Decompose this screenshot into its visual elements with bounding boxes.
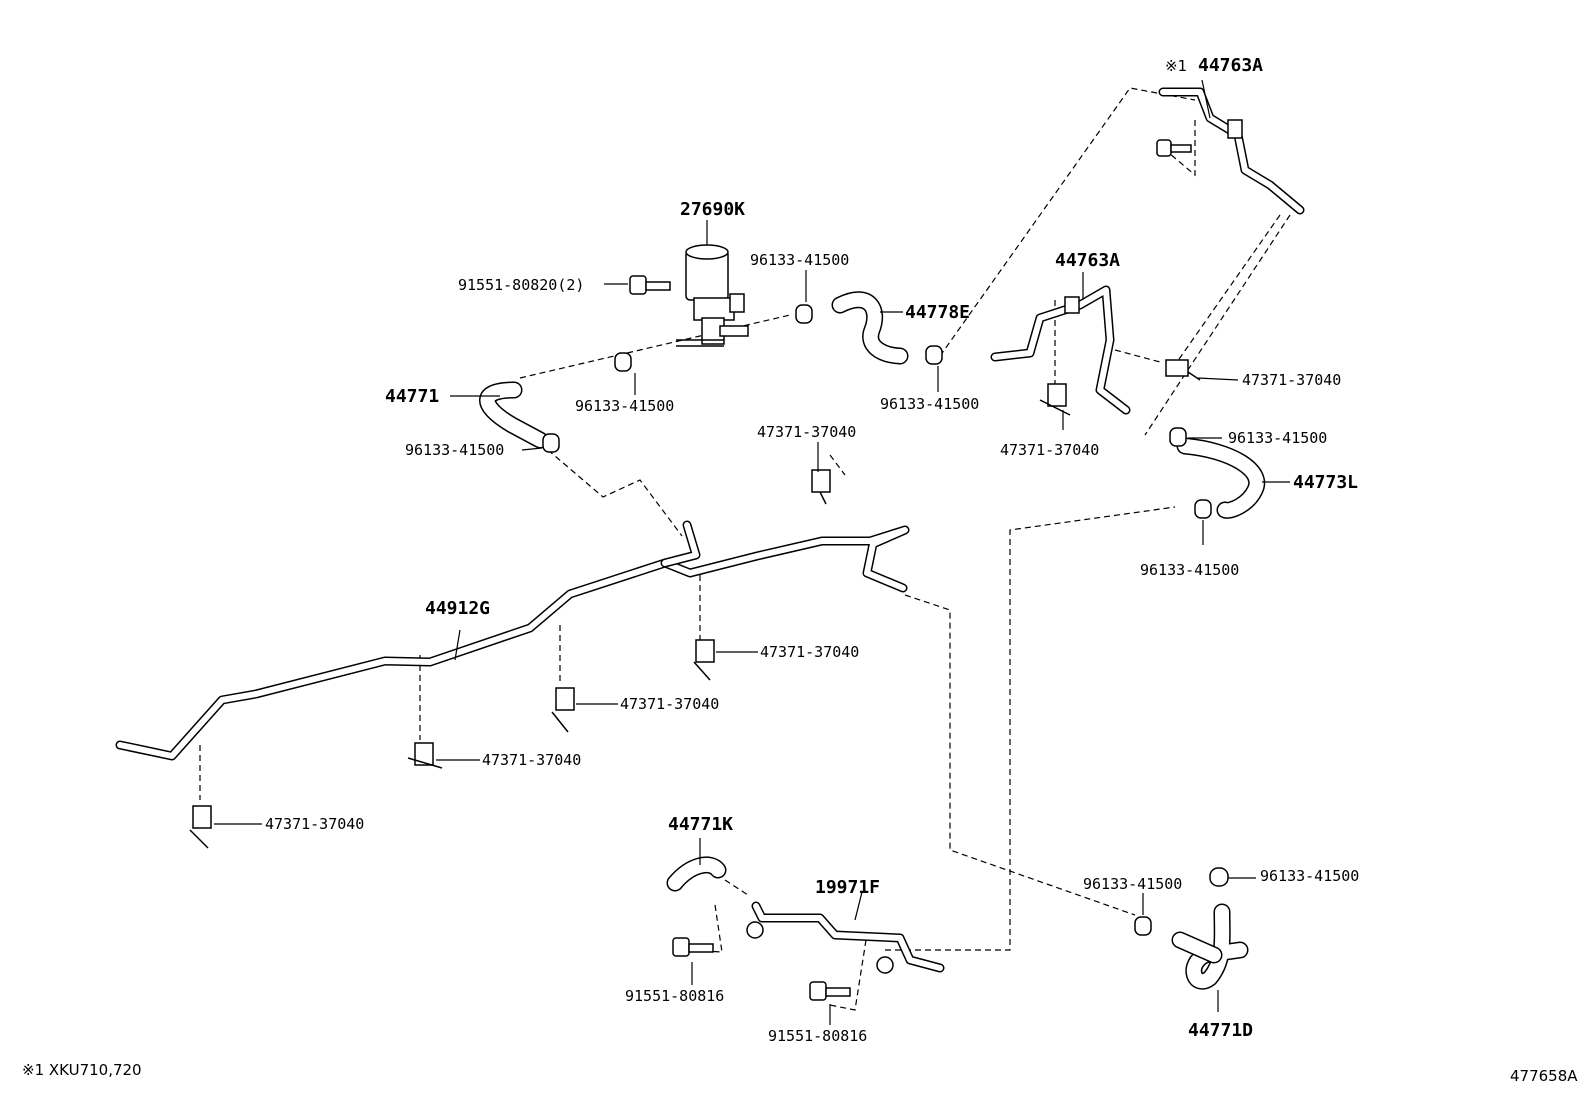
label-96133-41500-d: 96133-41500 bbox=[880, 395, 979, 413]
label-44763a-top: 44763A bbox=[1198, 55, 1263, 76]
label-47371-37040-a: 47371-37040 bbox=[1242, 371, 1341, 389]
label-44778e: 44778E bbox=[905, 302, 970, 323]
label-44771k: 44771K bbox=[668, 814, 733, 835]
hose-44771k bbox=[666, 856, 727, 892]
clip-47371-f bbox=[407, 742, 443, 769]
label-91551-80816-b: 91551-80816 bbox=[768, 1027, 867, 1045]
clamp-96133-h bbox=[1209, 867, 1229, 887]
label-96133-41500-a: 96133-41500 bbox=[750, 251, 849, 269]
clamp-96133-e bbox=[1169, 427, 1187, 447]
bolt-91551-80820 bbox=[629, 275, 671, 295]
clamp-96133-f bbox=[1194, 499, 1212, 519]
label-96133-41500-e: 96133-41500 bbox=[1228, 429, 1327, 447]
label-96133-41500-b: 96133-41500 bbox=[575, 397, 674, 415]
bolt-91551-80816-left bbox=[672, 937, 714, 957]
clamp-96133-g bbox=[1134, 916, 1152, 936]
label-96133-41500-c: 96133-41500 bbox=[405, 441, 504, 459]
label-96133-41500-g: 96133-41500 bbox=[1083, 875, 1182, 893]
clip-47371-g bbox=[189, 805, 212, 849]
label-47371-37040-g: 47371-37040 bbox=[265, 815, 364, 833]
clamp-96133-c bbox=[542, 433, 560, 453]
hose-44778e bbox=[831, 291, 909, 365]
label-44763a-mid: 44763A bbox=[1055, 250, 1120, 271]
bolt-91551-80816-right bbox=[809, 981, 851, 1001]
label-47371-37040-b: 47371-37040 bbox=[1000, 441, 1099, 459]
label-27690k: 27690K bbox=[680, 199, 745, 220]
pipe-19971f bbox=[746, 901, 945, 974]
note-marker: ※1 bbox=[1165, 57, 1187, 75]
clamp-96133-b bbox=[614, 352, 632, 372]
hose-44773l bbox=[1176, 437, 1266, 519]
clamp-96133-d bbox=[925, 345, 943, 365]
label-47371-37040-e: 47371-37040 bbox=[620, 695, 719, 713]
hose-44771d bbox=[1171, 903, 1249, 990]
footnote: ※1 XKU710,720 bbox=[22, 1061, 142, 1079]
label-44771d: 44771D bbox=[1188, 1020, 1253, 1041]
main-pipe-44912g bbox=[115, 520, 910, 761]
vacuum-valve-27690k bbox=[676, 244, 749, 347]
clip-47371-d bbox=[693, 639, 715, 681]
pipe-44763a-mid bbox=[990, 285, 1131, 415]
label-47371-37040-f: 47371-37040 bbox=[482, 751, 581, 769]
clip-47371-e bbox=[551, 687, 575, 733]
diagram-id: 477658A bbox=[1510, 1067, 1578, 1085]
label-91551-80816-a: 91551-80816 bbox=[625, 987, 724, 1005]
label-96133-41500-f: 96133-41500 bbox=[1140, 561, 1239, 579]
hose-44771 bbox=[479, 381, 549, 449]
leader-lines bbox=[214, 79, 1290, 1025]
part-labels: 27690K 91551-80820(2) 96133-41500 44778E… bbox=[22, 55, 1578, 1085]
label-47371-37040-d: 47371-37040 bbox=[760, 643, 859, 661]
clamp-96133-a bbox=[795, 304, 813, 324]
label-96133-41500-h: 96133-41500 bbox=[1260, 867, 1359, 885]
label-44773l: 44773L bbox=[1293, 472, 1358, 493]
label-44771: 44771 bbox=[385, 386, 439, 407]
label-44912g: 44912G bbox=[425, 598, 490, 619]
bolt-top-right bbox=[1156, 139, 1192, 157]
clip-47371-b bbox=[1039, 383, 1071, 416]
clip-47371-a bbox=[1165, 359, 1201, 381]
label-91551-80820: 91551-80820(2) bbox=[458, 276, 584, 294]
label-47371-37040-c: 47371-37040 bbox=[757, 423, 856, 441]
clip-47371-c bbox=[811, 469, 831, 505]
dashed-reference-lines bbox=[199, 87, 1291, 1011]
label-19971f: 19971F bbox=[815, 877, 880, 898]
pipe-44763a-top bbox=[1158, 87, 1305, 215]
